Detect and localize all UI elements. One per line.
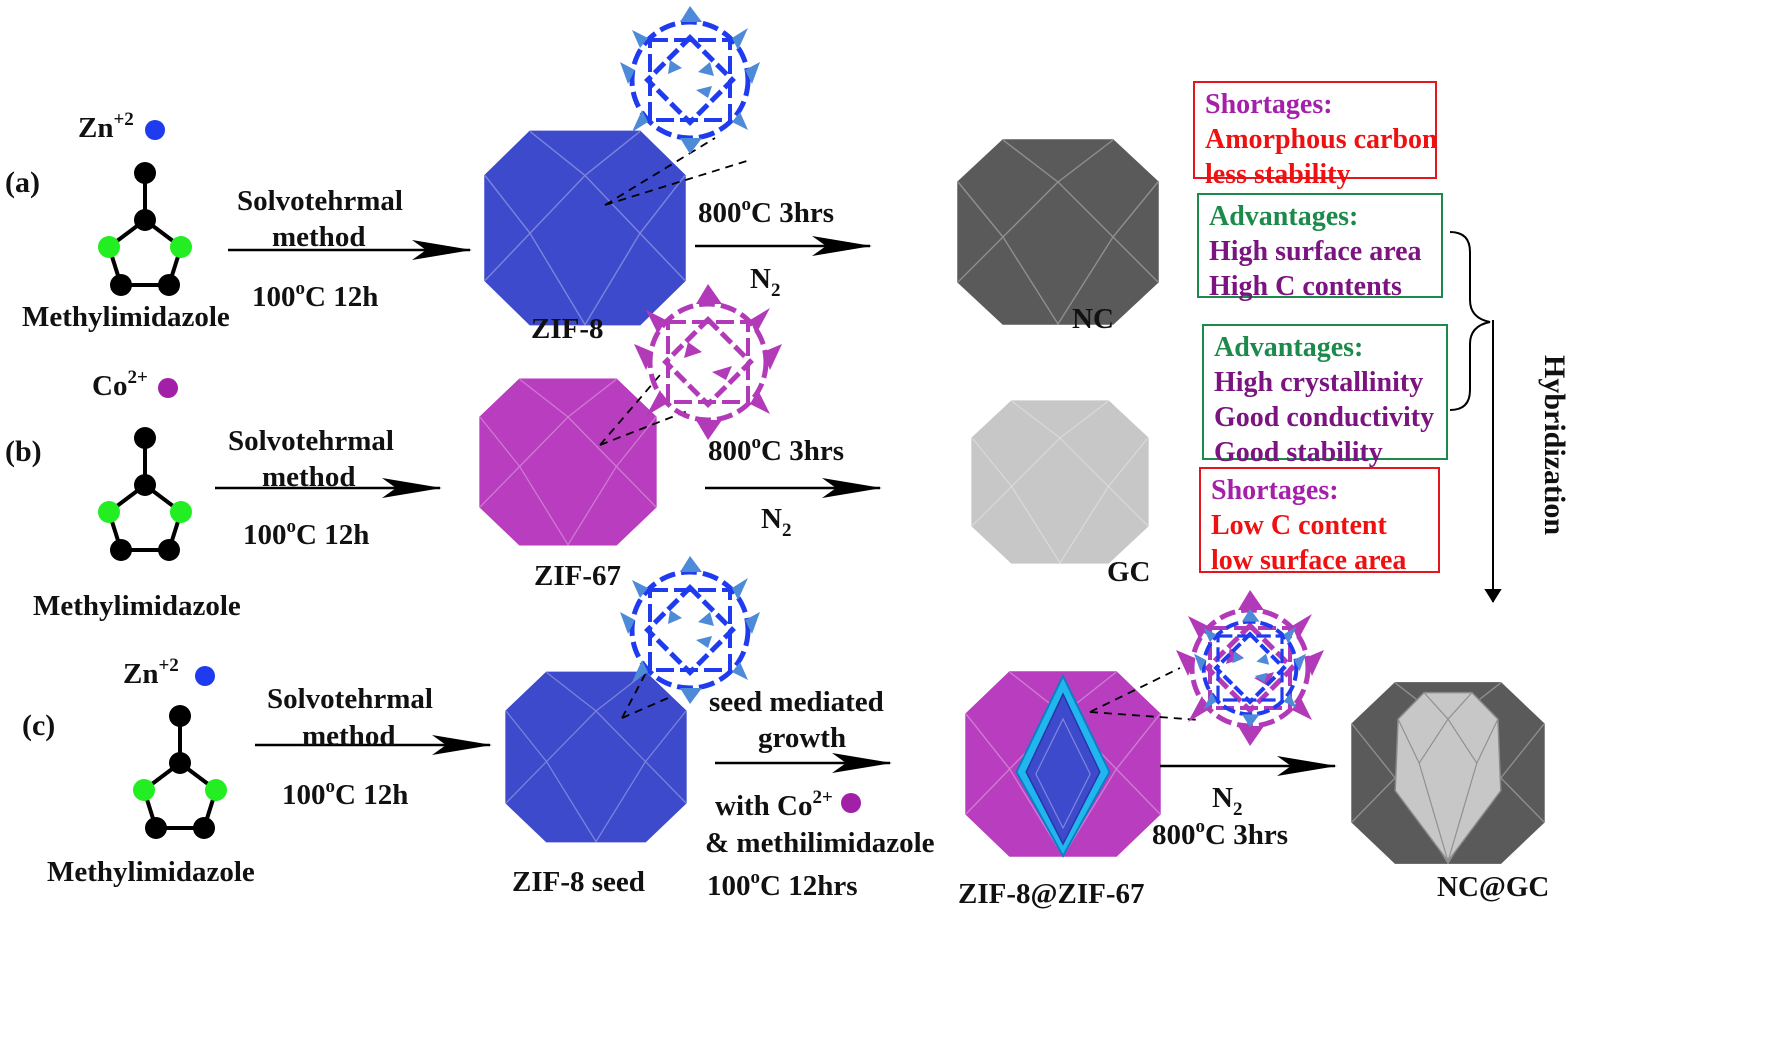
gc-advantages-line-2: Good conductivity	[1214, 402, 1435, 433]
gc-label: GC	[1107, 556, 1151, 588]
zoom-line-c3	[1089, 667, 1181, 713]
with-co-label: with Co2+	[715, 787, 833, 822]
gc-advantages-box: Advantages: High crystallinity Good cond…	[1202, 324, 1448, 468]
methylimidazole-molecule-b	[96, 425, 194, 563]
ligand-label-a: Methylimidazole	[22, 301, 230, 333]
row-label-a: (a)	[5, 166, 40, 199]
zoom-line-a2	[604, 159, 751, 206]
gc-shortages-line-2: low surface area	[1211, 545, 1407, 576]
zn-ion-label-c: Zn+2	[123, 655, 179, 690]
zoom-line-c4	[1089, 711, 1201, 721]
nc-advantages-title: Advantages:	[1209, 201, 1359, 232]
method-label-b1: Solvotehrmal	[228, 425, 394, 457]
co-ion-dot-c	[841, 793, 861, 813]
zn-ion-dot-c	[195, 666, 215, 686]
nc-advantages-line-2: High C contents	[1209, 271, 1402, 302]
nc-shortages-box: Shortages: Amorphous carbon less stabili…	[1193, 81, 1438, 190]
nc-advantages-line-1: High surface area	[1209, 236, 1422, 267]
core-shell-framework	[1176, 590, 1324, 746]
calc-label-b: 800oC 3hrs	[708, 432, 844, 467]
zif8-seed-crystal	[505, 671, 687, 843]
product-label-zif8-seed: ZIF-8 seed	[512, 866, 645, 898]
zif8-zif67-crystal	[965, 671, 1161, 859]
method-label-b2: method	[262, 461, 356, 493]
gas-label-c: N2	[1212, 782, 1243, 820]
ligand-label-b: Methylimidazole	[33, 590, 241, 622]
core-shell-label: ZIF-8@ZIF-67	[958, 878, 1145, 910]
methylimidazole-molecule-c	[131, 703, 229, 841]
zoom-line-c1	[621, 664, 651, 719]
nc-shortages-line-2: less stability	[1205, 159, 1351, 190]
co-ion-label: Co2+	[92, 367, 148, 402]
nc-crystal	[957, 139, 1159, 325]
temp-label-a: 100oC 12h	[252, 278, 379, 313]
nc-shortages-title: Shortages:	[1205, 89, 1333, 120]
product-label-zif67: ZIF-67	[534, 560, 621, 592]
zoom-line-b1	[599, 374, 661, 446]
method-label-c1: Solvotehrmal	[267, 683, 433, 715]
hybridization-bracket	[1449, 231, 1491, 411]
growth-label-2: growth	[758, 722, 847, 754]
growth-label-1: seed mediated	[709, 686, 884, 718]
hybridization-label: Hybridization	[1538, 354, 1572, 536]
gc-shortages-box: Shortages: Low C content low surface are…	[1199, 467, 1440, 576]
gc-advantages-line-1: High crystallinity	[1214, 367, 1424, 398]
zif67-crystal	[479, 378, 657, 546]
zn-ion-label: Zn+2	[78, 109, 134, 144]
product-label-zif8: ZIF-8	[531, 313, 604, 345]
row-label-b: (b)	[5, 435, 42, 468]
gas-label-a: N2	[750, 263, 781, 301]
zif8-crystal	[484, 130, 686, 326]
row-label-c: (c)	[22, 709, 56, 742]
methylimidazole-molecule-a	[96, 160, 194, 298]
temp-label-c: 100oC 12h	[282, 776, 409, 811]
final-product-label: NC@GC	[1437, 871, 1550, 903]
temp-label-b: 100oC 12h	[243, 516, 370, 551]
nc-advantages-box: Advantages: High surface area High C con…	[1197, 193, 1443, 302]
gc-advantages-line-3: Good stability	[1214, 437, 1383, 468]
method-label-c2: method	[302, 720, 396, 752]
gas-label-b: N2	[761, 503, 792, 541]
gc-shortages-title: Shortages:	[1211, 475, 1339, 506]
gc-crystal	[971, 400, 1149, 564]
nc-gc-crystal	[1351, 682, 1545, 864]
ligand-label-c: Methylimidazole	[47, 856, 255, 888]
zoom-line-a1	[604, 137, 716, 206]
zoom-line-b2	[599, 409, 691, 446]
co-ion-dot	[158, 378, 178, 398]
method-label-a1: Solvotehrmal	[237, 185, 403, 217]
with-ligand-label: & methilimidazole	[705, 827, 935, 859]
calc-label-c: 800oC 3hrs	[1152, 816, 1288, 851]
zn-ion-dot	[145, 120, 165, 140]
nc-label: NC	[1072, 303, 1114, 335]
growth-temp-label: 100oC 12hrs	[707, 867, 858, 902]
nc-shortages-line-1: Amorphous carbon	[1205, 124, 1438, 155]
gc-shortages-line-1: Low C content	[1211, 510, 1387, 541]
calc-label-a: 800oC 3hrs	[698, 194, 834, 229]
gc-advantages-title: Advantages:	[1214, 332, 1364, 363]
method-label-a2: method	[272, 221, 366, 253]
